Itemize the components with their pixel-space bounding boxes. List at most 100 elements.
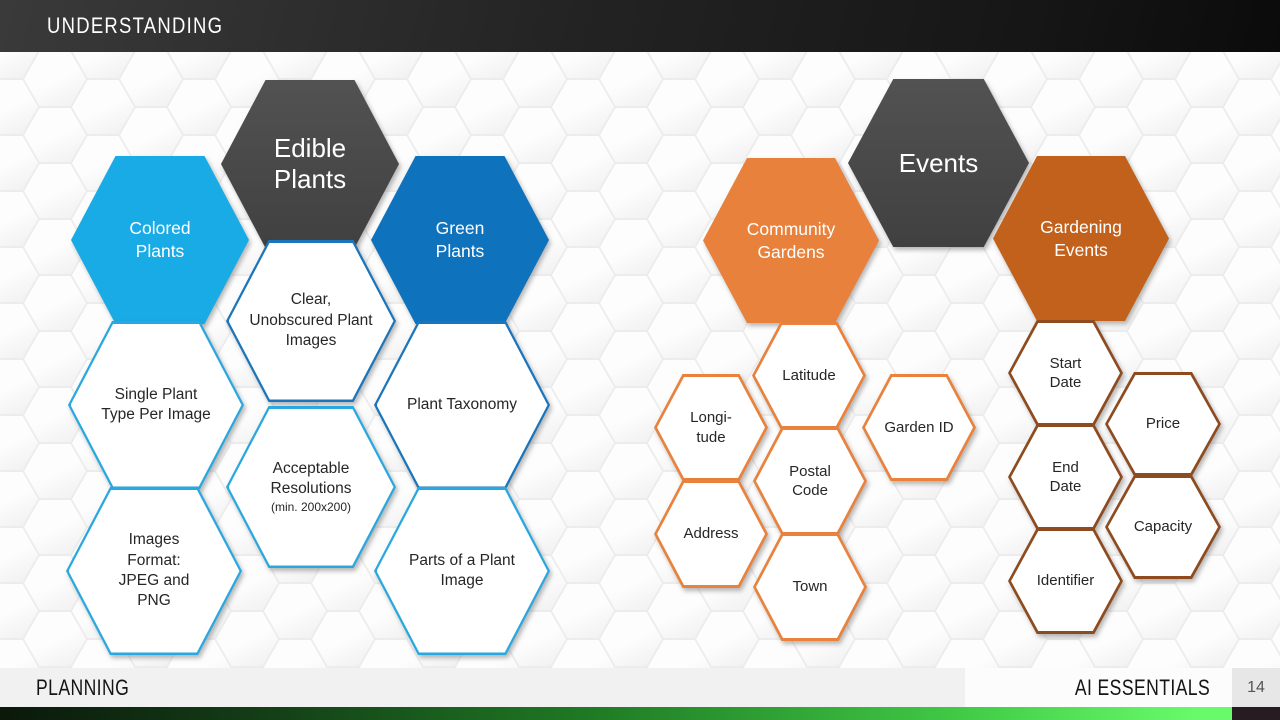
hexagon-inner [1108,478,1218,576]
hexagon-inner [756,536,864,638]
background-hexagon [1272,612,1280,666]
background-hexagon [792,52,854,106]
hex-label: Latitude [782,366,836,384]
background-hexagon [408,52,470,106]
hex-label: Gardening Events [1040,216,1122,260]
hexagon-inner [865,377,973,478]
background-hexagon [1272,52,1280,106]
hex-price: Price [1105,372,1221,476]
hex-garden-id: Garden ID [862,374,976,481]
hex-label: Acceptable Resolutions (min. 200x200) [246,459,376,516]
background-hexagon [648,192,710,246]
hex-edible-plants: Edible Plants [221,80,399,248]
hexagon-shape: Parts of a Plant Image [374,487,550,655]
hexagon-inner [756,430,864,532]
background-hexagon [936,304,998,358]
hex-label: Colored Plants [129,218,191,261]
background-hexagon [408,108,470,162]
background-hexagon [936,248,998,302]
hex-label: Postal Code [789,462,831,500]
background-hexagon [504,108,566,162]
hex-label: Town [792,578,828,596]
background-hexagon [1176,220,1238,274]
hex-colored-plants: Colored Plants [71,156,249,324]
hex-label: Start Date [1049,354,1082,392]
hex-acceptable-resolutions: Acceptable Resolutions (min. 200x200) [226,406,396,568]
hexagon-shape: Capacity [1105,475,1221,579]
background-hexagon [552,304,614,358]
hex-gardening-events: Gardening Events [993,156,1169,321]
footer-bar: PLANNING AI ESSENTIALS [0,668,1280,707]
hex-label: Green Plants [435,218,485,261]
background-hexagon [648,584,710,638]
hex-events: Events [848,79,1029,247]
background-hexagon [1080,52,1142,106]
hex-label: Events [898,147,979,178]
bottom-corner-block [1232,707,1280,720]
background-hexagon [936,528,998,582]
hex-parts-of-plant: Parts of a Plant Image [374,487,550,655]
background-hexagon [1272,388,1280,442]
hexagon-shape: Town [753,533,867,641]
hexagon-shape: Images Format: JPEG and PNG [66,487,242,655]
background-hexagon [1176,164,1238,218]
header-bar: UNDERSTANDING [0,0,1280,52]
background-hexagon [600,556,662,610]
hex-label: Address [683,525,739,543]
hexagon-shape: Single Plant Type Per Image [68,321,244,489]
hex-longitude: Longi-tude [654,374,768,481]
hex-images-format: Images Format: JPEG and PNG [66,487,242,655]
hex-label: Garden ID [884,418,954,436]
background-hexagon [552,248,614,302]
hexagon-shape: Longi-tude [654,374,768,481]
background-hexagon [648,248,710,302]
background-hexagon [648,304,710,358]
background-hexagon [456,80,518,134]
bottom-accent-bar [0,707,1232,720]
background-hexagon [1176,52,1238,106]
footer-right-section [965,668,1232,707]
background-hexagon [504,52,566,106]
hex-clear-unobscured: Clear, Unobscured Plant Images [226,240,396,402]
hex-address: Address [654,480,768,588]
hexagon-shape: Garden ID [862,374,976,481]
background-hexagon [552,136,614,190]
background-hexagon [600,108,662,162]
background-hexagon [1176,108,1238,162]
hex-label: Images Format: JPEG and PNG [118,531,190,610]
background-hexagon [72,80,134,134]
background-hexagon [888,612,950,666]
hex-label: Clear, Unobscured Plant Images [249,291,373,350]
background-hexagon [600,500,662,554]
background-hexagon [1032,80,1094,134]
background-hexagon [264,584,326,638]
background-hexagon [1128,80,1190,134]
hexagon-shape: Plant Taxonomy [374,321,550,489]
background-hexagon [648,136,710,190]
hexagon-inner [755,325,863,426]
background-hexagon [552,192,614,246]
background-hexagon [600,276,662,330]
slide-section-title: UNDERSTANDING [47,13,224,38]
hexagon-shape: Price [1105,372,1221,476]
background-hexagon [1272,220,1280,274]
footer-section-right: AI ESSENTIALS [1074,674,1210,700]
background-hexagon [1176,612,1238,666]
hex-label: Community Gardens [746,218,836,262]
background-hexagon [1272,108,1280,162]
background-hexagon [1272,444,1280,498]
background-hexagon [552,360,614,414]
background-hexagon [744,80,806,134]
hex-start-date: Start Date [1008,320,1123,426]
hex-label: Parts of a Plant Image [409,551,515,589]
background-hexagon [696,52,758,106]
background-hexagon [24,108,86,162]
hex-latitude: Latitude [752,322,866,429]
hex-town: Town [753,533,867,641]
background-hexagon [1128,136,1190,190]
hex-end-date: End Date [1008,424,1123,530]
hexagon-shape: Address [654,480,768,588]
hexagon-shape: Green Plants [371,156,549,324]
background-hexagon [888,276,950,330]
background-hexagon [1128,304,1190,358]
